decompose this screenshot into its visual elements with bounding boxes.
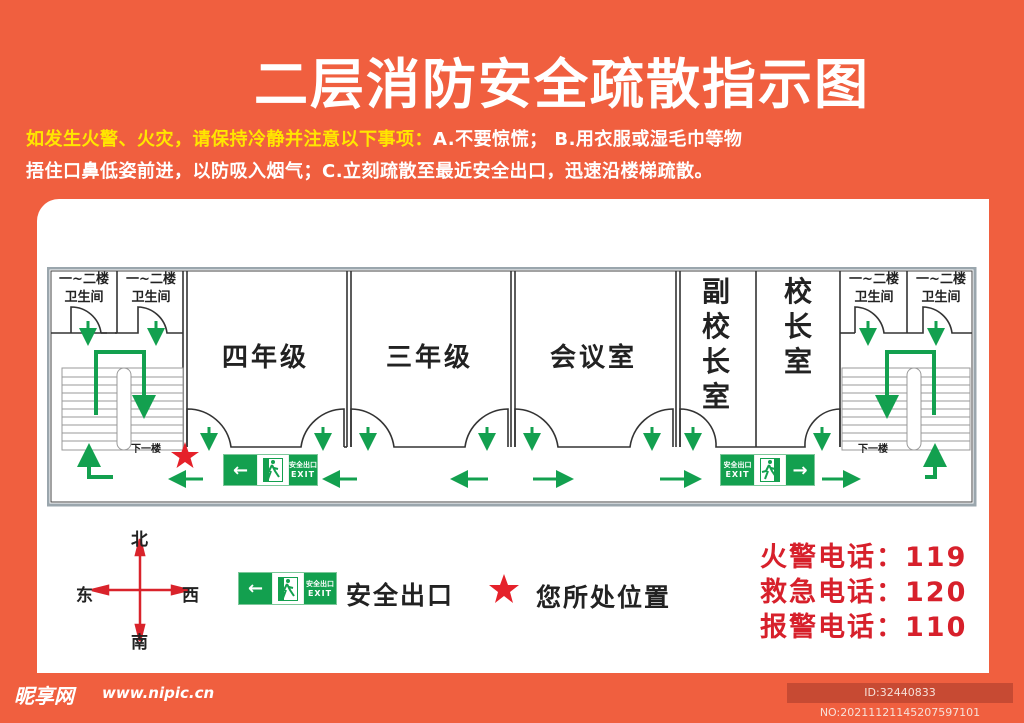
phone-police: 报警电话：110 xyxy=(760,612,968,643)
room-grade-4: 四年级 xyxy=(221,343,309,373)
watermark-url: www.nipic.cn xyxy=(102,684,215,702)
watermark-logo: 昵享网 xyxy=(14,684,74,708)
arrow-right-icon: → xyxy=(792,459,808,481)
emergency-phones: 火警电话：119 救急电话：120 报警电话：110 xyxy=(760,540,967,645)
floor-plan xyxy=(47,267,977,507)
running-man-icon xyxy=(258,455,289,485)
notice-line2: 捂住口鼻低姿前进，以防吸入烟气；C.立刻疏散至最近安全出口，迅速沿楼梯疏散。 xyxy=(26,161,714,182)
restroom-label-4: 一~二楼卫生间 xyxy=(916,272,966,305)
phone-fire: 火警电话：119 xyxy=(760,542,968,573)
stairs-down-label-left: 下一楼 xyxy=(131,444,161,455)
notice-highlight: 如发生火警、火灾，请保持冷静并注意以下事项： xyxy=(26,129,433,150)
phone-ambulance: 救急电话：120 xyxy=(760,577,968,608)
compass-south: 南 xyxy=(131,633,148,653)
current-location-star xyxy=(171,442,199,468)
restroom-label-3: 一~二楼卫生间 xyxy=(849,272,899,305)
legend-location-label: 您所处位置 xyxy=(536,583,672,612)
restroom-label-1: 一~二楼卫生间 xyxy=(59,272,109,305)
arrow-left-icon: ← xyxy=(239,573,273,604)
arrow-left-icon: ← xyxy=(224,455,258,485)
notice-line1: A.不要惊慌； B.用衣服或湿毛巾等物 xyxy=(433,129,743,150)
room-principal: 校长室 xyxy=(783,275,812,378)
star-icon xyxy=(489,574,519,603)
room-grade-3: 三年级 xyxy=(385,343,473,373)
running-man-icon xyxy=(755,455,786,485)
legend-exit-label: 安全出口 xyxy=(346,581,455,610)
room-meeting: 会议室 xyxy=(549,343,637,373)
compass-arrows-icon xyxy=(91,538,189,642)
safety-notice: 如发生火警、火灾，请保持冷静并注意以下事项：A.不要惊慌； B.用衣服或湿毛巾等… xyxy=(26,124,1006,188)
stairs-down-label-right: 下一楼 xyxy=(858,444,888,455)
compass-west: 西 xyxy=(182,586,199,606)
restroom-label-2: 一~二楼卫生间 xyxy=(126,272,176,305)
room-vice-principal: 副校长室 xyxy=(701,275,730,413)
image-id-badge: ID:32440833 NO:20211121145207597101 xyxy=(787,683,1013,719)
compass-east: 东 xyxy=(76,586,93,606)
compass: 北 南 东 西 xyxy=(70,525,210,655)
running-man-icon xyxy=(273,573,304,604)
compass-north: 北 xyxy=(131,530,148,550)
page-title: 二层消防安全疏散指示图 xyxy=(254,53,870,116)
